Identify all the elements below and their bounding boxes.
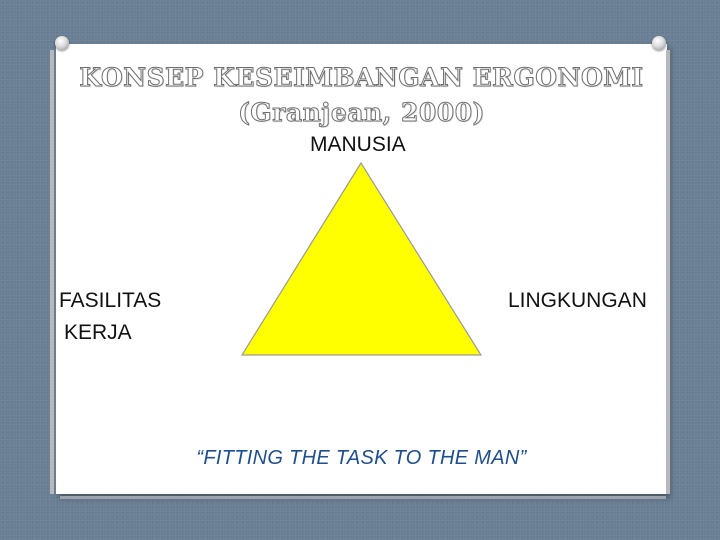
balance-triangle <box>240 161 483 356</box>
frame-bar-right <box>666 50 670 494</box>
vertex-label-fasilitas: FASILITAS <box>59 289 162 312</box>
frame-bar-left <box>50 50 54 494</box>
knob-top-right-icon <box>652 36 666 50</box>
knob-top-left-icon <box>55 36 69 50</box>
frame-bar-bottom <box>60 496 666 499</box>
slogan-text: “FITTING THE TASK TO THE MAN” <box>196 447 527 469</box>
slide-subtitle: (Granjean, 2000) <box>238 98 485 128</box>
slide-title: KONSEP KESEIMBANGAN ERGONOMI <box>79 63 644 93</box>
vertex-label-kerja: KERJA <box>64 321 132 344</box>
vertex-label-manusia: MANUSIA <box>310 133 406 156</box>
vertex-label-lingkungan: LINGKUNGAN <box>508 289 647 312</box>
